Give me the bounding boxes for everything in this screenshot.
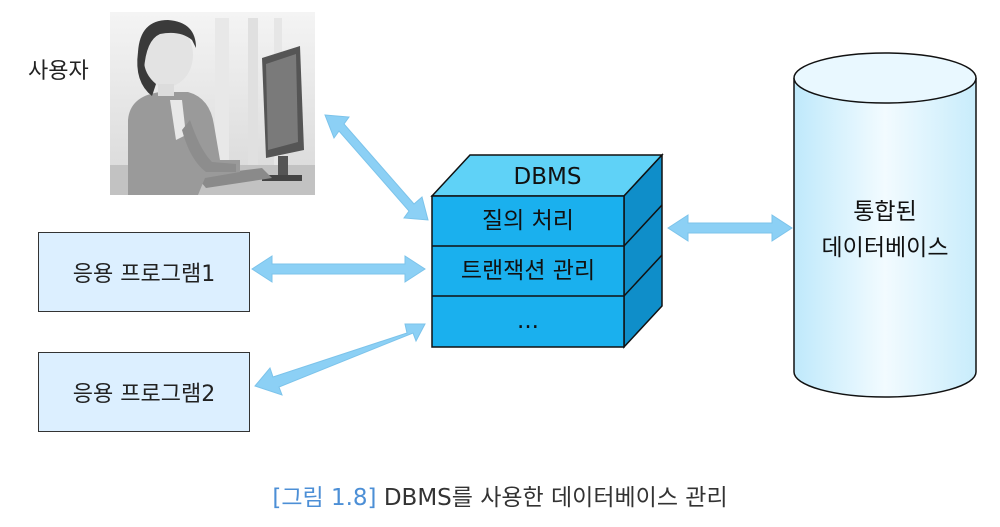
app-program-2-box: 응용 프로그램2	[38, 352, 250, 432]
database-label-line1: 통합된	[853, 199, 917, 225]
dbms-layer-query: 질의 처리	[482, 208, 574, 234]
database-label-line2: 데이터베이스	[821, 235, 949, 261]
user-illustration	[110, 12, 315, 195]
app-program-1-box: 응용 프로그램1	[38, 232, 250, 312]
dbms-layer-transaction: 트랜잭션 관리	[460, 258, 596, 284]
dbms-layer-more: ...	[517, 308, 539, 334]
arrow-app1-dbms	[251, 255, 426, 283]
app-program-2-label: 응용 프로그램2	[72, 382, 216, 407]
caption-text: DBMS를 사용한 데이터베이스 관리	[383, 485, 728, 511]
arrow-dbms-database	[667, 214, 793, 242]
database-cylinder	[793, 52, 977, 398]
app-program-1-label: 응용 프로그램1	[72, 262, 216, 287]
user-label: 사용자	[28, 59, 89, 84]
database-label: 통합된 데이터베이스	[794, 194, 976, 266]
dbms-title: DBMS	[513, 164, 582, 190]
arrow-app2-dbms	[254, 323, 426, 396]
caption-figure-number: [그림 1.8]	[272, 485, 377, 511]
arrow-user-dbms	[324, 114, 429, 221]
figure-caption: [그림 1.8] DBMS를 사용한 데이터베이스 관리	[0, 478, 1000, 512]
dbms-cube	[430, 153, 664, 349]
